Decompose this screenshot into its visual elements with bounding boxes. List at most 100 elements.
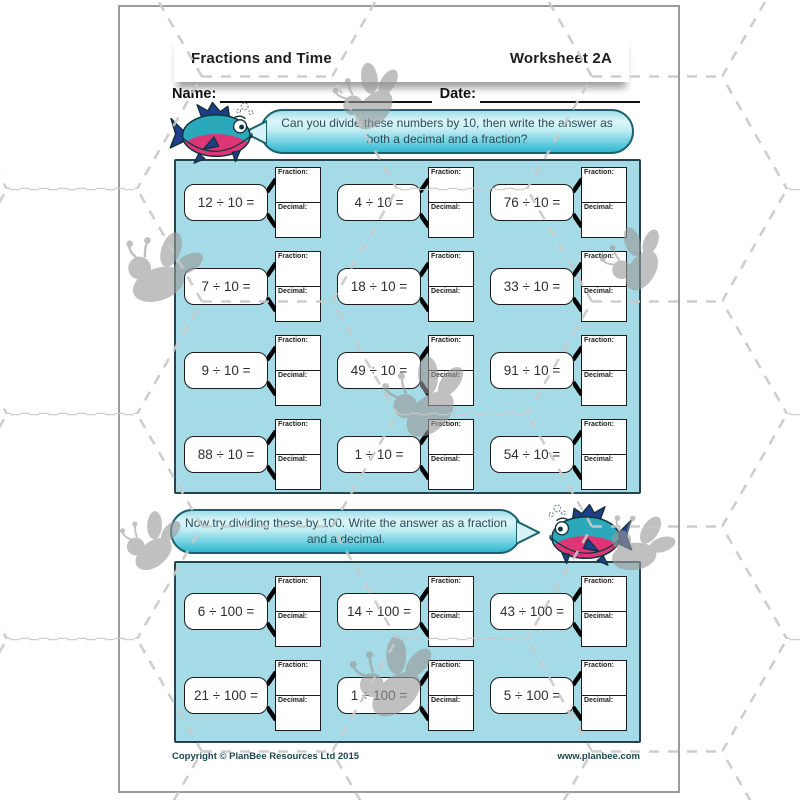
answer-box: Fraction: Decimal: — [581, 251, 627, 322]
fraction-answer-field[interactable]: Fraction: — [429, 661, 473, 696]
decimal-label: Decimal: — [278, 613, 308, 620]
connector-lines — [420, 580, 429, 644]
date-input-line[interactable] — [479, 85, 640, 103]
decimal-label: Decimal: — [584, 613, 614, 620]
decimal-answer-field[interactable]: Decimal: — [429, 203, 473, 237]
fraction-answer-field[interactable]: Fraction: — [582, 661, 626, 696]
fraction-answer-field[interactable]: Fraction: — [582, 577, 626, 612]
fraction-answer-field[interactable]: Fraction: — [429, 252, 473, 287]
problem-unit: 12 ÷ 10 = Fraction: Decimal: — [184, 167, 321, 238]
fraction-label: Fraction: — [584, 337, 614, 344]
worksheet-header: Fractions and Time Worksheet 2A — [174, 34, 629, 82]
fraction-label: Fraction: — [431, 662, 461, 669]
fraction-label: Fraction: — [584, 578, 614, 585]
fraction-label: Fraction: — [431, 421, 461, 428]
answer-box: Fraction: Decimal: — [275, 167, 321, 238]
problem-label: 1 ÷ 10 = — [337, 436, 421, 473]
decimal-answer-field[interactable]: Decimal: — [582, 696, 626, 730]
connector-lines — [573, 255, 582, 319]
worksheet-number: Worksheet 2A — [509, 49, 612, 67]
fraction-answer-field[interactable]: Fraction: — [276, 577, 320, 612]
decimal-answer-field[interactable]: Decimal: — [276, 371, 320, 405]
website-text: www.planbee.com — [557, 751, 640, 762]
decimal-answer-field[interactable]: Decimal: — [429, 696, 473, 730]
decimal-answer-field[interactable]: Decimal: — [276, 696, 320, 730]
decimal-answer-field[interactable]: Decimal: — [582, 203, 626, 237]
worksheet-page: Fractions and Time Worksheet 2A Name: Da… — [118, 5, 680, 793]
decimal-label: Decimal: — [584, 204, 614, 211]
speech-bubble-tail — [516, 519, 540, 546]
connector-lines — [573, 580, 582, 644]
fraction-label: Fraction: — [584, 662, 614, 669]
decimal-label: Decimal: — [584, 288, 614, 295]
problem-label: 5 ÷ 100 = — [490, 677, 574, 714]
fraction-answer-field[interactable]: Fraction: — [429, 168, 473, 203]
problem-label: 9 ÷ 10 = — [184, 352, 268, 389]
answer-box: Fraction: Decimal: — [428, 576, 474, 647]
fraction-answer-field[interactable]: Fraction: — [276, 661, 320, 696]
fraction-answer-field[interactable]: Fraction: — [582, 336, 626, 371]
problem-label: 33 ÷ 10 = — [490, 268, 574, 305]
decimal-label: Decimal: — [584, 697, 614, 704]
decimal-answer-field[interactable]: Decimal: — [276, 612, 320, 646]
decimal-answer-field[interactable]: Decimal: — [582, 455, 626, 489]
decimal-answer-field[interactable]: Decimal: — [582, 612, 626, 646]
decimal-answer-field[interactable]: Decimal: — [582, 287, 626, 321]
problem-unit: 9 ÷ 10 = Fraction: Decimal: — [184, 335, 321, 406]
fraction-answer-field[interactable]: Fraction: — [276, 252, 320, 287]
decimal-label: Decimal: — [584, 456, 614, 463]
connector-lines — [267, 255, 276, 319]
decimal-answer-field[interactable]: Decimal: — [276, 455, 320, 489]
connector-lines — [420, 423, 429, 487]
decimal-answer-field[interactable]: Decimal: — [276, 287, 320, 321]
decimal-label: Decimal: — [431, 456, 461, 463]
decimal-label: Decimal: — [278, 288, 308, 295]
connector-lines — [267, 339, 276, 403]
fraction-answer-field[interactable]: Fraction: — [429, 420, 473, 455]
decimal-answer-field[interactable]: Decimal: — [429, 455, 473, 489]
page-title: Fractions and Time — [191, 49, 332, 67]
answer-box: Fraction: Decimal: — [581, 660, 627, 731]
problem-label: 7 ÷ 10 = — [184, 268, 268, 305]
answer-box: Fraction: Decimal: — [428, 167, 474, 238]
answer-box: Fraction: Decimal: — [581, 576, 627, 647]
connector-lines — [420, 664, 429, 728]
copyright-text: Copyright © PlanBee Resources Ltd 2015 — [172, 751, 360, 762]
fraction-answer-field[interactable]: Fraction: — [582, 168, 626, 203]
decimal-answer-field[interactable]: Decimal: — [276, 203, 320, 237]
fraction-answer-field[interactable]: Fraction: — [582, 252, 626, 287]
decimal-answer-field[interactable]: Decimal: — [429, 287, 473, 321]
fraction-label: Fraction: — [278, 253, 308, 260]
problem-unit: 1 ÷ 10 = Fraction: Decimal: — [337, 419, 474, 490]
problem-unit: 21 ÷ 100 = Fraction: Decimal: — [184, 660, 321, 731]
connector-lines — [267, 580, 276, 644]
answer-box: Fraction: Decimal: — [581, 167, 627, 238]
fraction-label: Fraction: — [278, 169, 308, 176]
fraction-label: Fraction: — [278, 662, 308, 669]
fraction-answer-field[interactable]: Fraction: — [429, 577, 473, 612]
fraction-answer-field[interactable]: Fraction: — [276, 420, 320, 455]
decimal-answer-field[interactable]: Decimal: — [429, 612, 473, 646]
problem-label: 88 ÷ 10 = — [184, 436, 268, 473]
fraction-answer-field[interactable]: Fraction: — [276, 336, 320, 371]
problems-panel-divide-by-10: 12 ÷ 10 = Fraction: Decimal: 4 ÷ 10 = — [174, 159, 641, 494]
problem-label: 21 ÷ 100 = — [184, 677, 268, 714]
problem-label: 4 ÷ 10 = — [337, 184, 421, 221]
problem-unit: 5 ÷ 100 = Fraction: Decimal: — [490, 660, 627, 731]
answer-box: Fraction: Decimal: — [275, 419, 321, 490]
fish-illustration — [542, 500, 634, 572]
decimal-label: Decimal: — [431, 613, 461, 620]
fish-illustration — [168, 98, 260, 170]
fraction-answer-field[interactable]: Fraction: — [429, 336, 473, 371]
fraction-answer-field[interactable]: Fraction: — [276, 168, 320, 203]
problem-unit: 33 ÷ 10 = Fraction: Decimal: — [490, 251, 627, 322]
answer-box: Fraction: Decimal: — [275, 660, 321, 731]
answer-box: Fraction: Decimal: — [581, 419, 627, 490]
fraction-answer-field[interactable]: Fraction: — [582, 420, 626, 455]
connector-lines — [573, 423, 582, 487]
decimal-answer-field[interactable]: Decimal: — [429, 371, 473, 405]
answer-box: Fraction: Decimal: — [275, 576, 321, 647]
decimal-label: Decimal: — [431, 372, 461, 379]
decimal-answer-field[interactable]: Decimal: — [582, 371, 626, 405]
connector-lines — [267, 664, 276, 728]
